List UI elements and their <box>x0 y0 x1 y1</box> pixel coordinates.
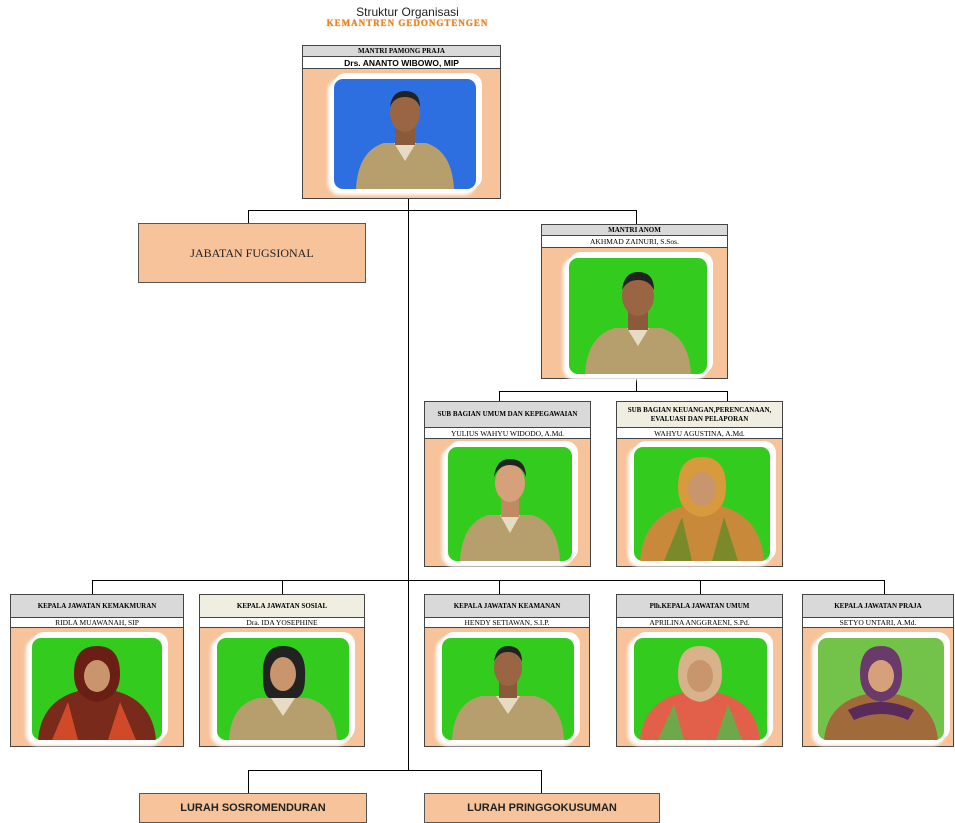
person-name: WAHYU AGUSTINA, A.Md. <box>617 428 782 439</box>
person-photo <box>445 444 575 564</box>
person-silhouette-icon <box>585 272 691 374</box>
department-card: KEPALA JAWATAN KEAMANAN HENDY SETIAWAN, … <box>424 594 590 747</box>
box-label: LURAH PRINGGOKUSUMAN <box>467 802 617 814</box>
box-label: LURAH SOSROMENDURAN <box>180 802 326 814</box>
connector <box>248 210 249 224</box>
box-label: JABATAN FUGSIONAL <box>190 245 314 260</box>
connector <box>636 378 637 392</box>
person-photo <box>631 444 773 564</box>
position-title: KEPALA JAWATAN SOSIAL <box>200 595 364 618</box>
department-card: KEPALA JAWATAN KEMAKMURAN RIDLA MUAWANAH… <box>10 594 184 747</box>
person-photo <box>29 635 165 743</box>
person-photo <box>566 255 710 377</box>
person-silhouette-icon <box>38 646 156 740</box>
connector <box>92 580 885 581</box>
department-card: KEPALA JAWATAN SOSIAL Dra. IDA YOSEPHINE <box>199 594 365 747</box>
connector <box>499 391 500 401</box>
person-photo <box>331 76 479 192</box>
connector <box>727 391 728 401</box>
connector <box>248 770 542 771</box>
head-card: MANTRI PAMONG PRAJA Drs. ANANTO WIBOWO, … <box>302 45 501 199</box>
village-head-box: LURAH SOSROMENDURAN <box>139 793 367 823</box>
person-silhouette-icon <box>452 646 564 740</box>
person-name: APRILINA ANGGRAENI, S.Pd. <box>617 618 782 628</box>
position-title: Plh.KEPALA JAWATAN UMUM <box>617 595 782 618</box>
connector <box>282 580 283 594</box>
person-photo <box>631 635 770 743</box>
department-card: KEPALA JAWATAN PRAJA SETYO UNTARI, A.Md. <box>802 594 954 747</box>
person-photo <box>439 635 577 743</box>
connector <box>636 210 637 224</box>
department-card: Plh.KEPALA JAWATAN UMUM APRILINA ANGGRAE… <box>616 594 783 747</box>
position-title: MANTRI ANOM <box>542 225 727 236</box>
connector <box>499 580 500 594</box>
sub-division-card: SUB BAGIAN UMUM DAN KEPEGAWAIAN YULIUS W… <box>424 401 591 567</box>
person-photo <box>214 635 352 743</box>
position-title: KEPALA JAWATAN KEMAKMURAN <box>11 595 183 618</box>
person-silhouette-icon <box>640 457 764 561</box>
person-silhouette-icon <box>824 646 938 740</box>
person-silhouette-icon <box>460 459 560 561</box>
connector <box>248 210 637 211</box>
person-name: Dra. IDA YOSEPHINE <box>200 618 364 628</box>
person-name: SETYO UNTARI, A.Md. <box>803 618 953 628</box>
connector <box>700 580 701 594</box>
person-silhouette-icon <box>640 646 760 740</box>
deputy-card: MANTRI ANOM AKHMAD ZAINURI, S.Sos. <box>541 224 728 379</box>
person-photo <box>815 635 947 743</box>
connector <box>884 580 885 594</box>
sub-division-card: SUB BAGIAN KEUANGAN,PERENCANAAN, EVALUAS… <box>616 401 783 567</box>
connector <box>92 580 93 594</box>
position-title: KEPALA JAWATAN KEAMANAN <box>425 595 589 618</box>
functional-position-box: JABATAN FUGSIONAL <box>138 223 366 283</box>
chart-title: Struktur Organisasi <box>356 5 459 19</box>
connector <box>408 198 409 770</box>
position-title: MANTRI PAMONG PRAJA <box>303 46 500 57</box>
connector <box>248 770 249 794</box>
person-silhouette-icon <box>229 646 337 740</box>
village-head-box: LURAH PRINGGOKUSUMAN <box>424 793 660 823</box>
connector <box>541 770 542 794</box>
position-title: SUB BAGIAN UMUM DAN KEPEGAWAIAN <box>425 402 590 428</box>
person-name: AKHMAD ZAINURI, S.Sos. <box>542 236 727 248</box>
person-name: RIDLA MUAWANAH, SIP <box>11 618 183 628</box>
person-name: YULIUS WAHYU WIDODO, A.Md. <box>425 428 590 439</box>
chart-subtitle: KEMANTREN GEDONGTENGEN <box>326 18 489 28</box>
person-name: Drs. ANANTO WIBOWO, MIP <box>303 57 500 69</box>
position-title: KEPALA JAWATAN PRAJA <box>803 595 953 618</box>
person-silhouette-icon <box>356 91 454 189</box>
person-name: HENDY SETIAWAN, S.I.P. <box>425 618 589 628</box>
position-title: SUB BAGIAN KEUANGAN,PERENCANAAN, EVALUAS… <box>617 402 782 428</box>
connector <box>499 391 727 392</box>
